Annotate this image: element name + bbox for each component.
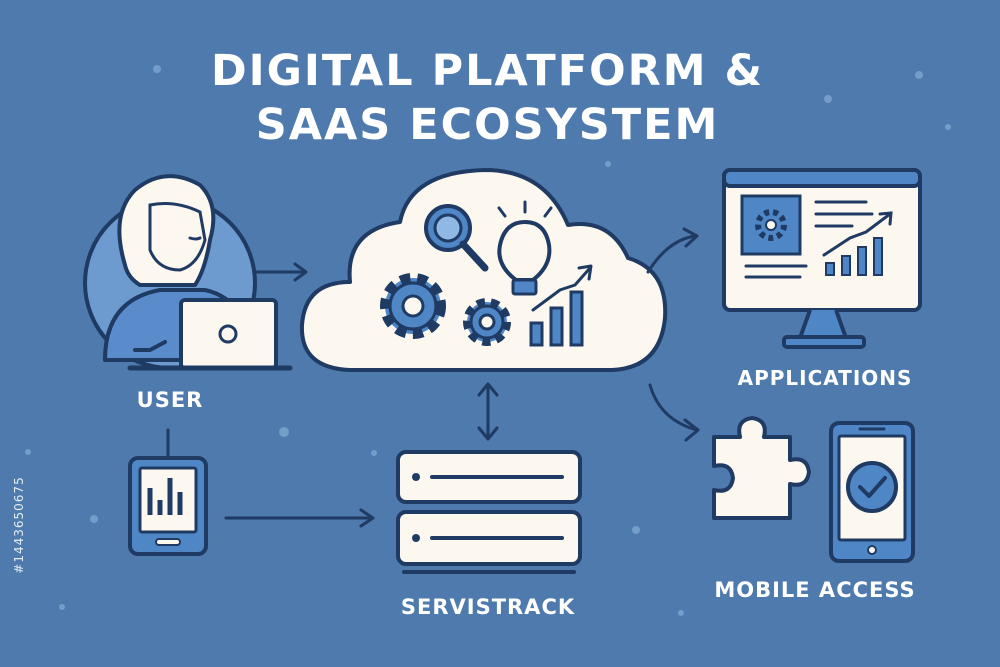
arrow-user-to-cloud [254,262,308,282]
mobile-access-label: MOBILE ACCESS [714,578,916,602]
lightbulb-icon [497,200,553,296]
arrow-cloud-to-applications [646,227,699,274]
arrow-cloud-servistrack [477,382,499,441]
checkmark-icon [846,461,898,513]
arrow-tablet-to-servistrack [224,508,375,528]
arrow-cloud-to-mobile [648,383,700,442]
title-line-1: DIGITAL PLATFORM & [210,46,765,96]
puzzle-icon [712,416,811,520]
background-dots [25,65,951,616]
side-code-container: #1443650675 [8,420,30,630]
tablet-icon [128,428,208,556]
server-icon [396,450,582,574]
servistrack-label: SERVISTRACK [400,595,576,619]
bar-chart-icon [529,264,593,347]
user-label: USER [136,388,204,412]
title-line-2: SAAS ECOSYSTEM [255,100,720,150]
magnifier-icon [424,204,489,272]
laptop-icon [127,298,293,371]
side-code: #1443650675 [12,476,26,574]
monitor-icon [722,168,922,349]
diagram-title: DIGITAL PLATFORM & SAAS ECOSYSTEM [0,44,975,152]
gear-icon [380,273,511,346]
applications-label: APPLICATIONS [737,366,913,390]
